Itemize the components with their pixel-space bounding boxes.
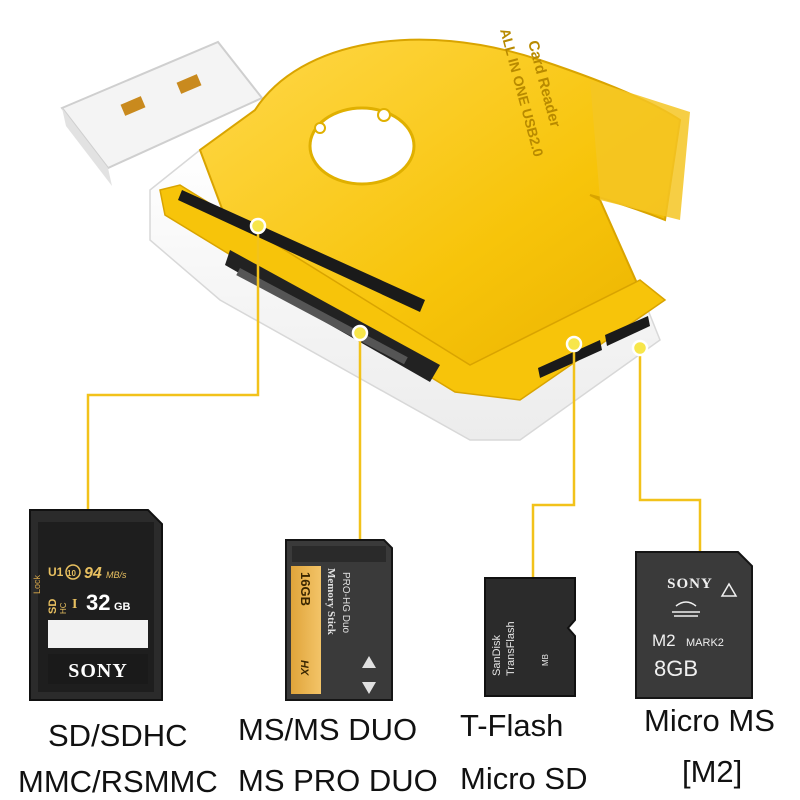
sd-slot (178, 190, 425, 312)
label-ms: MS/MS DUO MS PRO DUO (238, 714, 438, 796)
ms-brand: Memory Stick (325, 568, 337, 636)
m2-brand: SONY (667, 576, 713, 592)
card-reader: ALL IN ONE USB2.0 Card Reader (60, 27, 690, 441)
m2-slot (605, 316, 650, 346)
microsd-mb: MB (541, 654, 550, 666)
sd-roman: I (72, 597, 77, 612)
label-tf-line2: Micro SD (460, 761, 588, 796)
microsd-name: TransFlash (505, 621, 517, 676)
sd-type: SD (47, 599, 59, 614)
sd-speed: 94 (84, 565, 102, 582)
ms-duo-card: 16GB HX Memory Stick PRO-HG Duo (285, 539, 393, 701)
ms-hx: HX (298, 660, 310, 676)
sd-write-panel (48, 620, 148, 648)
microsd-brand: SanDisk (491, 635, 503, 676)
sd-card: Lock U1 10 94 MB/s SD HC I 32 GB SONY (29, 509, 163, 701)
label-tf-line1: T-Flash (460, 708, 564, 743)
label-m2-line1: Micro MS (644, 703, 775, 738)
ms-slot-contacts (236, 268, 408, 365)
m2-mark: MARK2 (686, 637, 724, 649)
ms-gold-label (291, 566, 321, 694)
sd-speed-unit: MB/s (106, 570, 127, 580)
leader-lines (86, 226, 702, 580)
sd-slot-dot (249, 217, 267, 235)
sd-capacity: 32 (86, 590, 110, 615)
ms-type: PRO-HG Duo (340, 572, 351, 634)
ms-capacity: 16GB (298, 572, 313, 606)
usb-connector (60, 40, 264, 186)
tf-leader-line (531, 344, 576, 580)
sd-leader-line (86, 226, 260, 515)
sd-type2: HC (59, 602, 68, 614)
sd-lock-text: Lock (32, 574, 42, 594)
m2-model: M2 (652, 631, 676, 650)
label-ms-line2: MS PRO DUO (238, 763, 438, 798)
label-sd-line1: SD/SDHC (48, 718, 188, 753)
label-sd: SD/SDHC MMC/RSMMC (18, 718, 218, 797)
label-m2: Micro MS [M2] (644, 705, 775, 787)
sd-class: 10 (67, 569, 76, 578)
m2-arrow-icon (720, 582, 738, 597)
sd-capacity-unit: GB (114, 601, 131, 613)
sd-uhs: U1 (48, 565, 64, 579)
microsd-slot (538, 340, 602, 378)
reader-cover-flap (590, 80, 690, 220)
cover-hole (308, 106, 416, 186)
tf-slot-dot (565, 335, 583, 353)
m2-leader-line (638, 348, 702, 552)
label-m2-line2: [M2] (682, 754, 743, 789)
sd-brand: SONY (68, 660, 128, 682)
ms-logo-icon (362, 656, 376, 694)
m2-slot-dot (631, 339, 649, 357)
leader-dots (249, 217, 649, 357)
label-ms-line1: MS/MS DUO (238, 712, 418, 747)
m2-logo-icon (672, 601, 700, 617)
m2-capacity: 8GB (654, 656, 698, 681)
ms-contacts (292, 546, 386, 562)
label-tf: T-Flash Micro SD (460, 710, 587, 794)
m2-card: SONY M2 MARK2 8GB (635, 551, 753, 699)
label-sd-line2: MMC/RSMMC (18, 764, 218, 799)
ms-slot-dot (351, 324, 369, 342)
microsd-card: SanDisk TransFlash MB (484, 577, 576, 697)
